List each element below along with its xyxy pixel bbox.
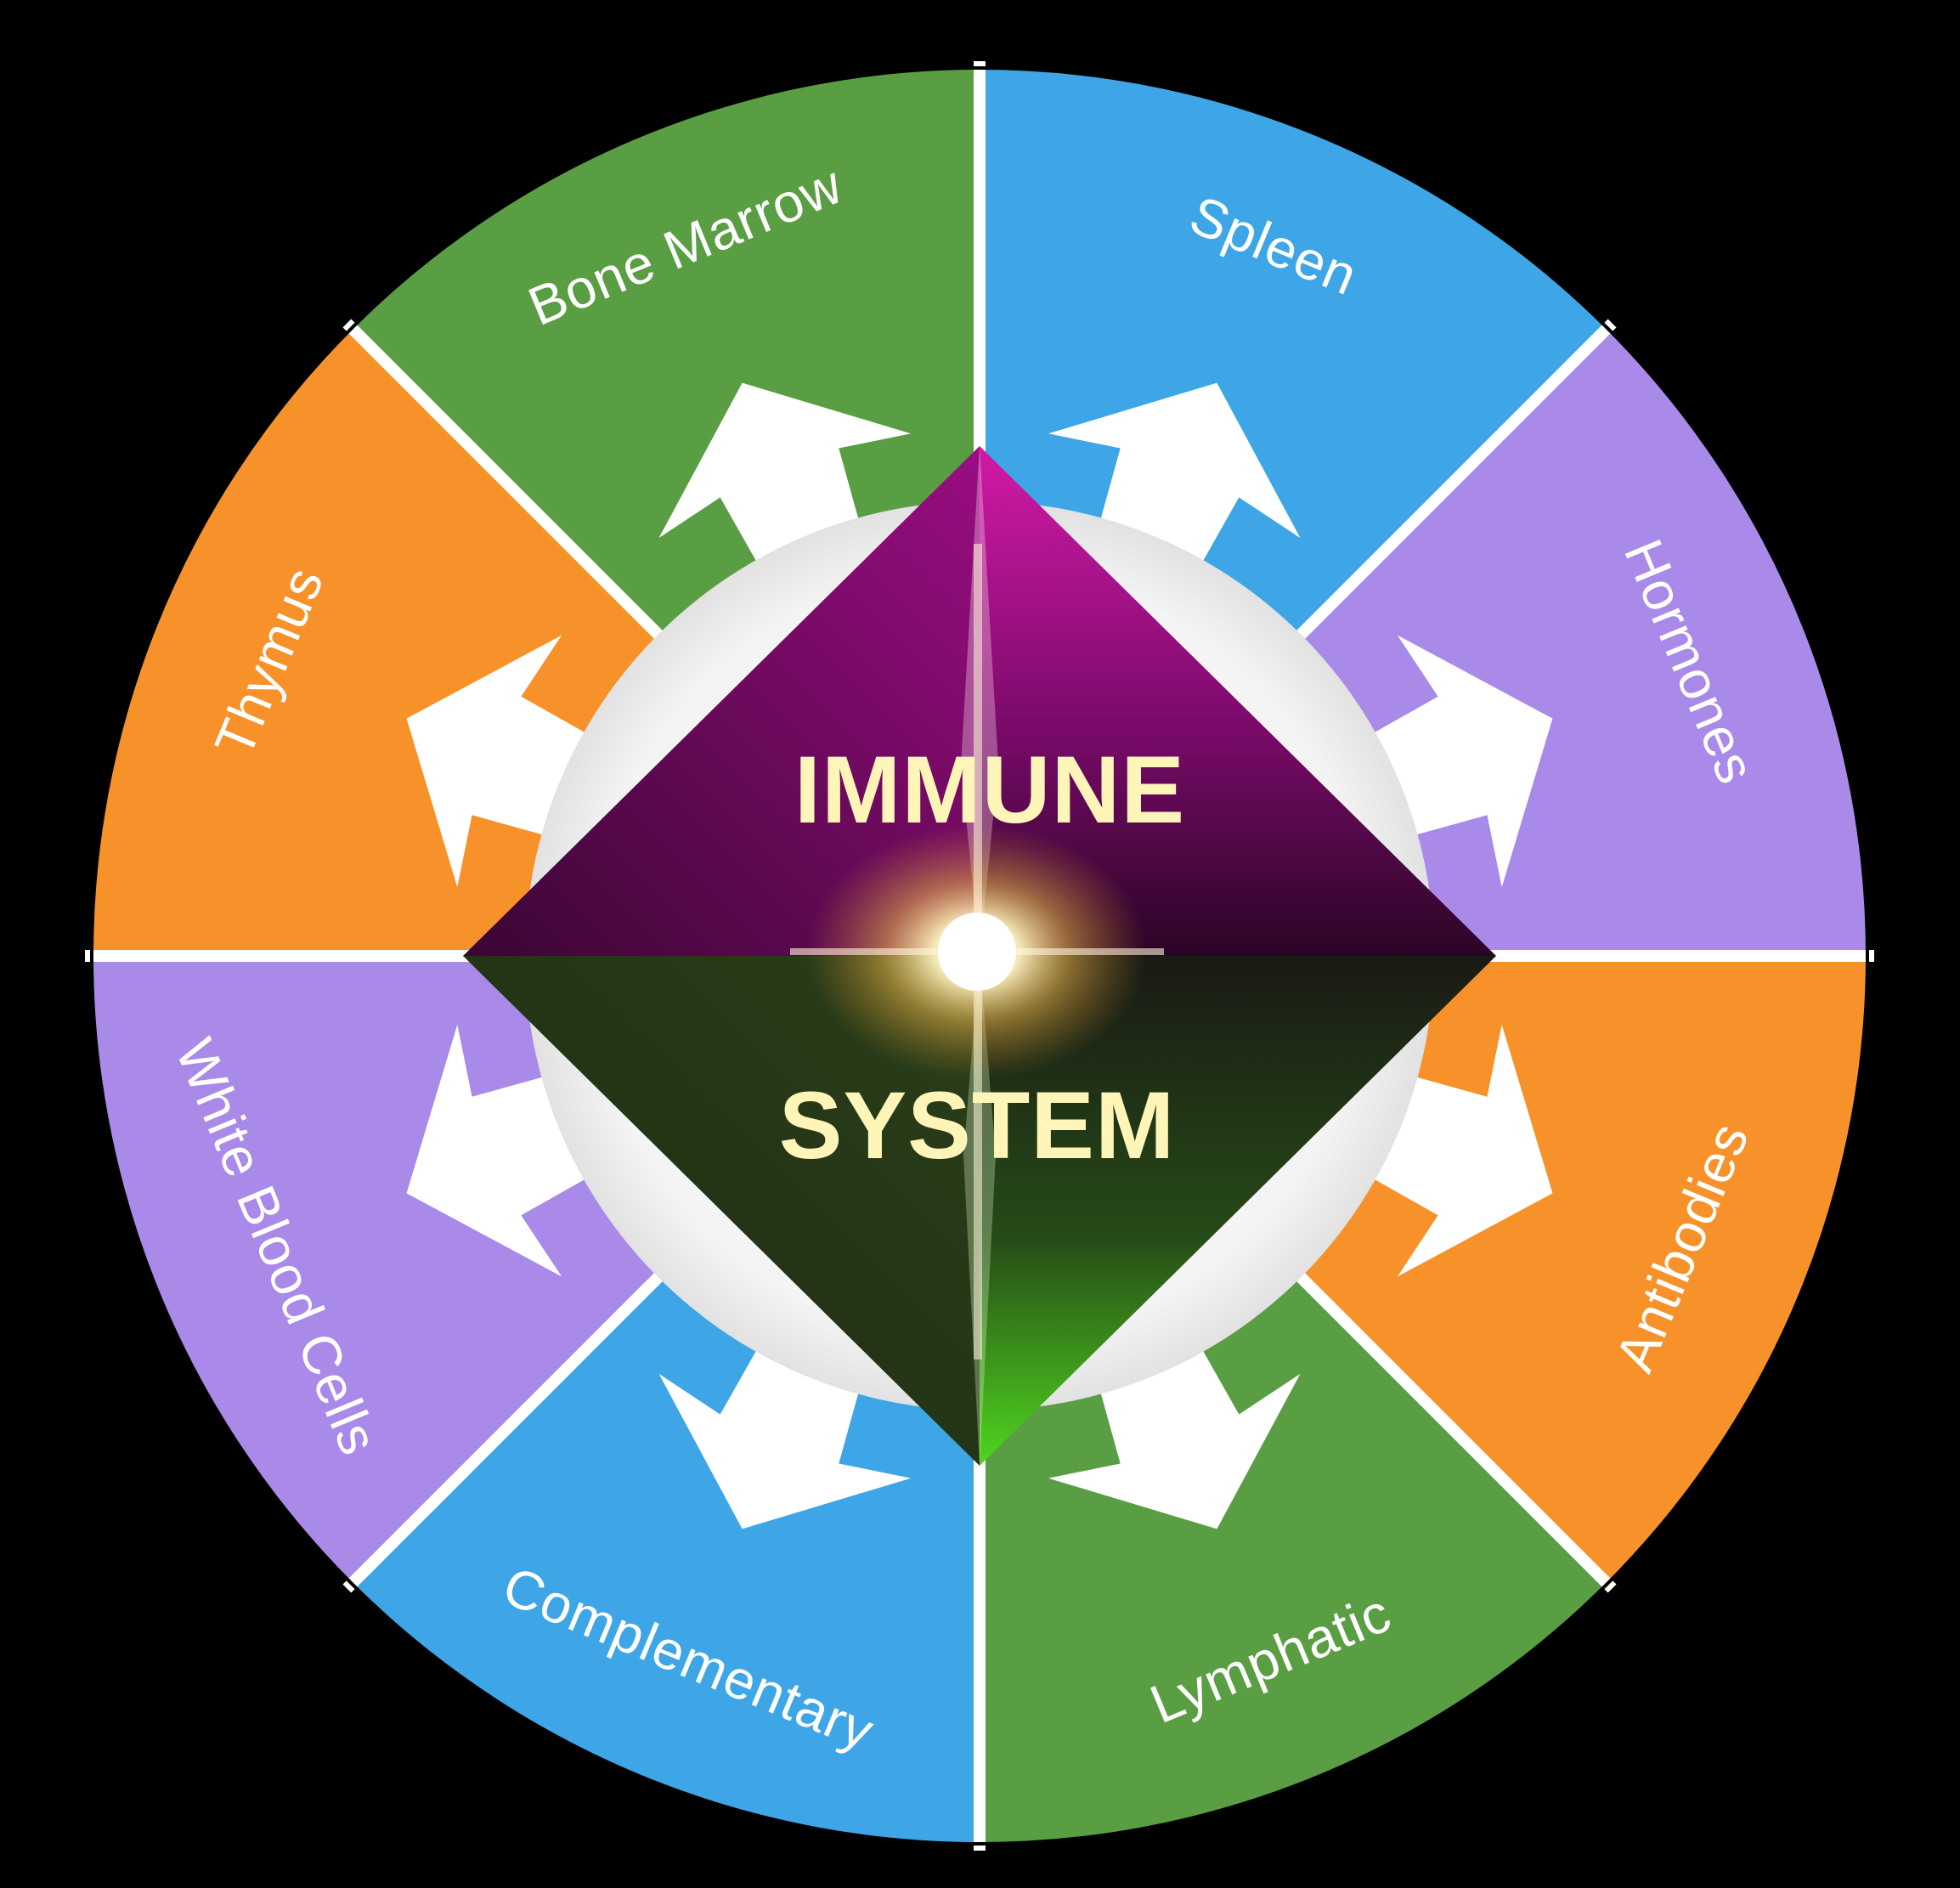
gem-facet-bottom-left (463, 956, 980, 1466)
center-title-line1: IMMUNE (794, 737, 1185, 843)
gem-facet-top-left (463, 446, 980, 956)
center-title-line2: SYSTEM (779, 1072, 1176, 1179)
flare-core (938, 913, 1016, 991)
outer-rim (90, 66, 1869, 1846)
gem-facet-bottom-right (980, 956, 1496, 1466)
immune-gem (463, 446, 1496, 1466)
gem-facet-top-right (980, 446, 1496, 956)
